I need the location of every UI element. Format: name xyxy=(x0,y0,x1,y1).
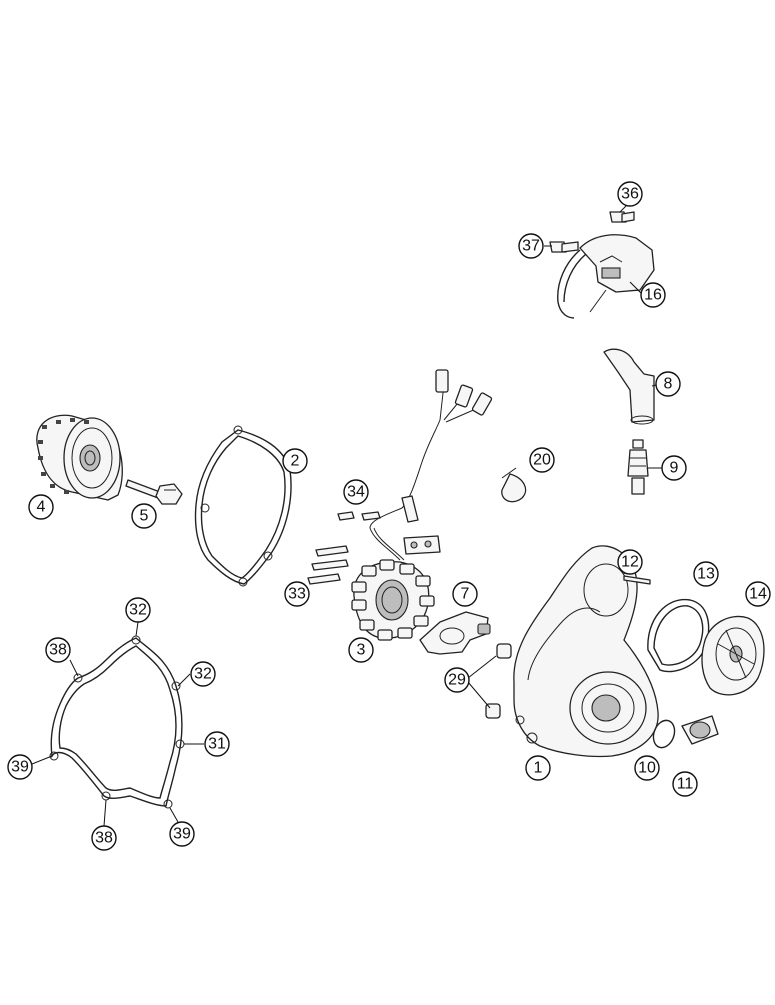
callout-label: 31 xyxy=(208,736,226,753)
callout-label: 38 xyxy=(95,830,113,847)
inspection-cover xyxy=(701,615,765,696)
callout-label: 10 xyxy=(638,760,656,777)
callout-label: 20 xyxy=(533,452,551,469)
callout-1: 1 xyxy=(525,755,551,781)
callout-2: 2 xyxy=(282,448,308,474)
callout-36: 36 xyxy=(617,181,643,207)
callout-3: 3 xyxy=(348,637,374,663)
stator-screws xyxy=(307,511,381,585)
callout-label: 3 xyxy=(357,642,366,659)
callout-33: 33 xyxy=(284,581,310,607)
callout-label: 1 xyxy=(534,760,543,777)
callout-label: 14 xyxy=(749,586,767,603)
inspection-gasket xyxy=(647,598,710,673)
stator-assembly xyxy=(351,369,493,641)
callout-32-right: 32 xyxy=(190,661,216,687)
callout-14: 14 xyxy=(745,581,771,607)
callout-11: 11 xyxy=(672,771,698,797)
callout-label: 39 xyxy=(173,826,191,843)
callout-37: 37 xyxy=(518,233,544,259)
callout-label: 9 xyxy=(670,460,679,477)
cover-gasket-upper xyxy=(194,425,292,587)
cable-tie xyxy=(501,467,527,503)
cover-plug xyxy=(681,715,719,745)
callout-32-top: 32 xyxy=(125,597,151,623)
cover-gasket-lower xyxy=(49,635,185,809)
callout-13: 13 xyxy=(693,561,719,587)
callout-9: 9 xyxy=(661,455,687,481)
callout-5: 5 xyxy=(131,503,157,529)
callout-8: 8 xyxy=(655,371,681,397)
callout-20: 20 xyxy=(529,447,555,473)
cable-clamp xyxy=(419,611,491,655)
sleeves xyxy=(485,643,512,719)
callout-label: 29 xyxy=(448,672,466,689)
callout-label: 16 xyxy=(644,287,662,304)
callout-16: 16 xyxy=(640,282,666,308)
callout-31: 31 xyxy=(204,731,230,757)
spark-plug xyxy=(627,439,649,495)
callout-label: 37 xyxy=(522,238,540,255)
callout-label: 4 xyxy=(37,499,46,516)
callout-label: 32 xyxy=(129,602,147,619)
callout-label: 13 xyxy=(697,566,715,583)
callout-label: 39 xyxy=(11,759,29,776)
callout-10: 10 xyxy=(634,755,660,781)
callout-label: 33 xyxy=(288,586,306,603)
callout-38-bottom: 38 xyxy=(91,825,117,851)
rotor-bolt xyxy=(125,479,183,505)
callout-label: 5 xyxy=(140,508,149,525)
ignition-coil xyxy=(557,234,655,319)
o-ring xyxy=(652,719,676,749)
callout-label: 38 xyxy=(49,642,67,659)
callout-label: 11 xyxy=(677,776,694,793)
callout-label: 7 xyxy=(461,586,470,603)
flywheel-rotor xyxy=(36,414,123,501)
callout-label: 12 xyxy=(621,554,639,571)
callout-label: 36 xyxy=(621,186,639,203)
callout-34: 34 xyxy=(343,479,369,505)
generator-cover xyxy=(513,545,659,758)
callout-label: 32 xyxy=(194,666,212,683)
callout-29: 29 xyxy=(444,667,470,693)
cover-screw xyxy=(623,575,651,585)
callout-39-bottom: 39 xyxy=(169,821,195,847)
callout-38-top: 38 xyxy=(45,637,71,663)
coil-bolts xyxy=(549,211,635,253)
callout-label: 2 xyxy=(291,453,300,470)
callout-label: 8 xyxy=(664,376,673,393)
callout-7: 7 xyxy=(452,581,478,607)
callout-12: 12 xyxy=(617,549,643,575)
spark-plug-cap xyxy=(603,348,655,425)
callout-39-left: 39 xyxy=(7,754,33,780)
callout-label: 34 xyxy=(347,484,365,501)
callout-4: 4 xyxy=(28,494,54,520)
